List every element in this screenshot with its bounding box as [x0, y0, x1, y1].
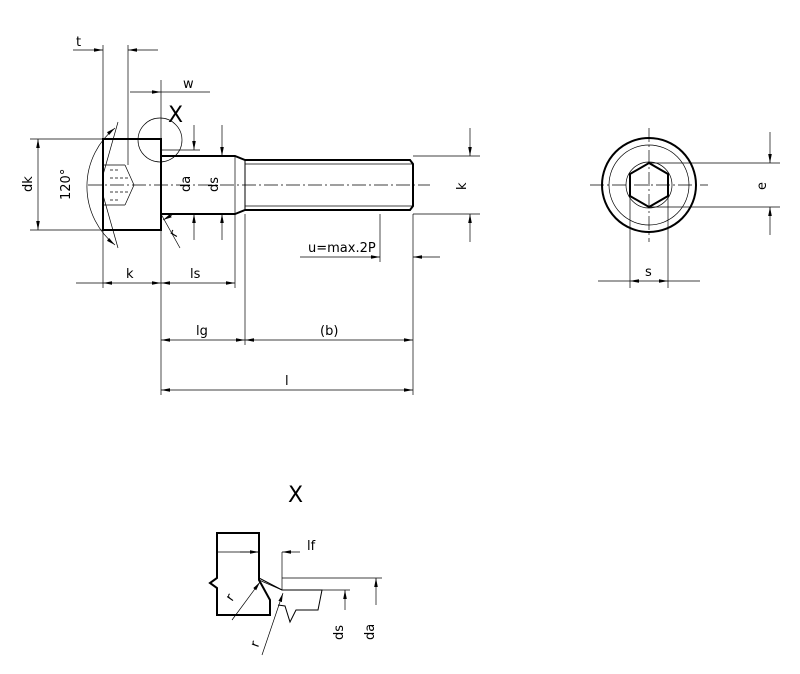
- k-left-label: k: [126, 267, 134, 282]
- detail-x: X lf ds da r r: [208, 483, 382, 656]
- k-side-label: k: [455, 182, 470, 190]
- lg-label: lg: [196, 324, 208, 339]
- t-label: t: [76, 35, 81, 50]
- detail-x-label: X: [168, 103, 183, 128]
- e-label: e: [755, 182, 770, 190]
- detail-circle: [137, 117, 183, 163]
- detail-head: [208, 532, 271, 616]
- ds-detail-label: ds: [332, 625, 347, 640]
- ds-label: ds: [207, 177, 222, 192]
- w-label: w: [183, 77, 194, 92]
- r2-label: r: [248, 639, 264, 650]
- u-label: u=max.2P: [308, 241, 376, 256]
- r-top-label: r: [166, 227, 182, 240]
- detail-x-title: X: [288, 483, 303, 508]
- angle-label: 120°: [59, 169, 74, 200]
- bolt-head: [102, 138, 162, 231]
- da-detail-label: da: [363, 624, 378, 640]
- b-label: (b): [320, 324, 338, 339]
- s-label: s: [645, 265, 652, 280]
- lf-label: lf: [307, 539, 316, 554]
- side-view: X 120° dk t w da ds r: [21, 35, 480, 395]
- ls-label: ls: [190, 267, 201, 282]
- l-label: l: [285, 374, 289, 389]
- da-label: da: [179, 176, 194, 192]
- end-view: e s: [590, 128, 780, 288]
- dk-label: dk: [21, 176, 36, 192]
- r1-label: r: [223, 591, 239, 605]
- angle-arc: [86, 127, 116, 246]
